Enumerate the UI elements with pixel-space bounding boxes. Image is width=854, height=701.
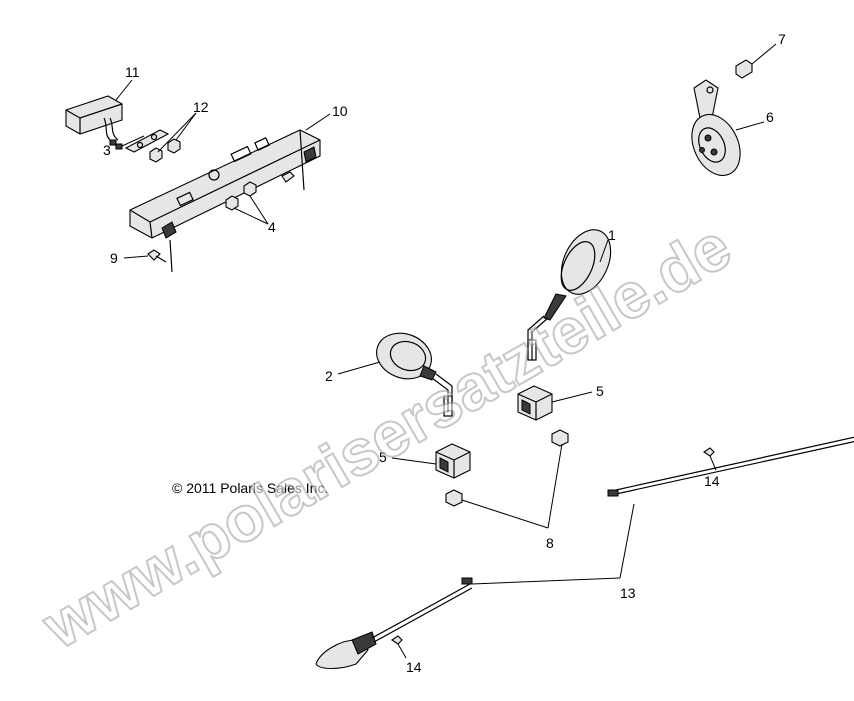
callout-10: 10 [332, 103, 348, 119]
callout-12: 12 [193, 99, 209, 115]
leader-lines [115, 43, 777, 659]
callout-2: 2 [325, 368, 333, 384]
callout-13: 13 [620, 585, 636, 601]
part-7-bolt [735, 59, 753, 79]
part-13-turn-signal-right [607, 436, 854, 497]
part-12-nuts [149, 138, 181, 163]
part-13-turn-signal-left [315, 577, 473, 670]
callout-11: 11 [125, 64, 140, 80]
part-5-clamp-upper [517, 385, 553, 421]
part-6-horn [691, 79, 741, 177]
callout-14-left: 14 [406, 659, 422, 675]
callout-4: 4 [268, 219, 276, 235]
callout-7: 7 [778, 31, 786, 47]
callout-6: 6 [766, 109, 774, 125]
callout-14-right: 14 [704, 473, 720, 489]
callout-8: 8 [546, 535, 554, 551]
part-11-light-housing [65, 95, 123, 150]
watermark-text: www.polarisersatzteile.de [30, 210, 742, 663]
part-5-clamp-lower [435, 443, 471, 479]
copyright-text: © 2011 Polaris Sales Inc. [172, 480, 328, 496]
part-2-mirror [376, 332, 453, 417]
callout-1: 1 [608, 227, 616, 243]
callout-3: 3 [103, 142, 111, 158]
part-9-bolt [147, 249, 167, 263]
part-14-screws [391, 447, 715, 645]
callout-5-upper: 5 [596, 383, 604, 399]
callout-labels: 11 12 3 10 4 9 7 6 1 2 5 5 8 13 14 14 [103, 31, 786, 675]
callout-9: 9 [110, 250, 118, 266]
part-10-bracket [129, 129, 321, 273]
part-8-nuts [445, 429, 569, 507]
part-4-nuts [225, 171, 295, 211]
callout-5-lower: 5 [379, 449, 387, 465]
part-3-plate [124, 129, 170, 153]
part-1-mirror [527, 229, 612, 361]
